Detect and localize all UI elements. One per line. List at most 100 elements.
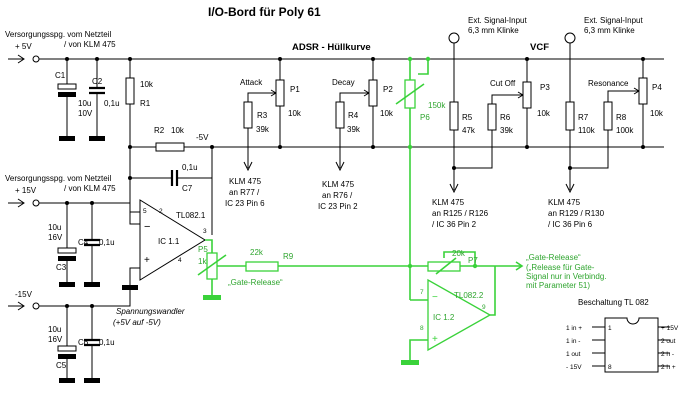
klm4-line-2: an R129 / R130 — [548, 209, 605, 218]
p4-potentiometer-icon — [631, 59, 648, 147]
c4-value: 0,1u — [99, 238, 115, 247]
c5-label: C5 — [56, 361, 67, 370]
r9-resistor-icon — [245, 261, 410, 272]
ic11-pin2: 2 — [159, 208, 163, 215]
c1-value-1: 10u — [78, 99, 91, 108]
r8-value: 100k — [616, 126, 634, 135]
r3-label: R3 — [257, 111, 268, 120]
minus15-label: -15V — [15, 290, 33, 299]
gate-release-in-label: „Gate-Release“ — [228, 278, 283, 287]
resonance-label: Resonance — [588, 79, 629, 88]
ic12-pin8: 8 — [420, 325, 424, 332]
ic11-pin5: 5 — [143, 208, 147, 215]
p7-value: 20k — [452, 249, 466, 258]
minus15-input-icon — [8, 301, 40, 311]
pinout-title: Beschaltung TL 082 — [578, 298, 649, 307]
r6-value: 39k — [500, 126, 514, 135]
pinout-pin1: 1 — [608, 325, 612, 332]
c6-label: C6 — [78, 338, 89, 347]
c5-value-2: 16V — [48, 335, 63, 344]
r2-label: R2 — [154, 126, 165, 135]
p3-potentiometer-icon — [515, 59, 532, 147]
p2-value: 10k — [380, 109, 394, 118]
pinout-right-2: 2 out — [661, 338, 676, 345]
ic12-label: IC 1.2 — [433, 313, 455, 322]
r9-label: R9 — [283, 252, 294, 261]
r4-resistor-icon — [335, 92, 361, 172]
pinout-left-4: - 15V — [566, 364, 582, 371]
p1-label: P1 — [290, 85, 300, 94]
c4-capacitor-icon — [84, 203, 100, 287]
supply-mid-label-1: Versorgungsspg. vom Netzteil — [5, 174, 111, 183]
p6-value: 150k — [428, 101, 446, 110]
svg-text:−: − — [144, 221, 150, 233]
c4-label: C4 — [78, 238, 89, 247]
c6-capacitor-icon — [84, 306, 100, 383]
ext2-label-1: Ext. Signal-Input — [584, 16, 643, 25]
r1-label: R1 — [140, 99, 151, 108]
p4-label: P4 — [652, 83, 662, 92]
cutoff-label: Cut Off — [490, 79, 516, 88]
plus15-label: + 15V — [15, 186, 37, 195]
section-vcf-label: VCF — [530, 42, 549, 53]
c5-capacitor-icon — [57, 306, 77, 383]
klm3-line-2: an R125 / R126 — [432, 209, 489, 218]
r3-resistor-icon — [243, 92, 268, 172]
ext1-jack-icon — [448, 32, 460, 102]
pinout-right-4: 2 h + — [661, 364, 676, 371]
ic12-type: TL082.2 — [454, 291, 484, 300]
klm4-line-1: KLM 475 — [548, 198, 581, 207]
gate-release-out-label-4: mit Parameter 51) — [526, 281, 590, 290]
c3-value-1: 10u — [48, 223, 61, 232]
p3-label: P3 — [540, 83, 550, 92]
c1-label: C1 — [55, 71, 66, 80]
svg-text:+: + — [432, 334, 438, 345]
p6-potentiometer-icon — [395, 59, 429, 300]
p5-label: P5 — [198, 245, 208, 254]
r6-resistor-icon — [454, 94, 515, 169]
r3-value: 39k — [256, 125, 270, 134]
r5-label: R5 — [462, 113, 473, 122]
c6-value: 0,1u — [99, 338, 115, 347]
r8-label: R8 — [616, 113, 627, 122]
attack-label: Attack — [240, 78, 263, 87]
p3-value: 10k — [537, 109, 551, 118]
r1-value: 10k — [140, 80, 154, 89]
page-title: I/O-Bord für Poly 61 — [208, 5, 321, 19]
klm2-line-3: IC 23 Pin 2 — [318, 202, 358, 211]
klm3-line-1: KLM 475 — [432, 198, 465, 207]
r8-resistor-icon — [570, 90, 631, 169]
svg-text:−: − — [432, 292, 438, 303]
supply-top-label-1: Versorgungsspg. vom Netzteil — [5, 30, 111, 39]
c5-value-1: 10u — [48, 325, 61, 334]
tl082-pinout-icon — [592, 317, 670, 373]
supply-mid-label-2: / von KLM 475 — [64, 184, 116, 193]
p7-potentiometer-icon — [410, 251, 476, 275]
plus5-input-icon — [8, 54, 40, 64]
section-adsr-label: ADSR - Hüllkurve — [292, 42, 371, 53]
svg-text:+: + — [144, 255, 150, 266]
plus15-input-icon — [8, 198, 40, 208]
converter-label-2: (+5V auf -5V) — [113, 318, 161, 327]
gate-release-out-label-1: „Gate-Release“ — [526, 253, 581, 262]
pinout-right-1: + 15V — [661, 325, 679, 332]
c2-value: 0,1u — [104, 99, 120, 108]
ic11-pin4: 4 — [178, 257, 182, 264]
c3-capacitor-icon — [57, 203, 77, 287]
gate-release-out-label-2: („Release für Gate- — [526, 263, 595, 272]
p5-value: 1k — [198, 257, 207, 266]
r2-resistor-icon — [155, 142, 185, 152]
ic12-opamp-icon: − + — [401, 266, 496, 365]
ext2-label-2: 6,3 mm Klinke — [584, 26, 635, 35]
ic12-pin7: 7 — [420, 289, 424, 296]
converter-label-1: Spannungswandler — [116, 307, 185, 316]
gate-release-out-label-3: Signal nur in Verbindg. — [526, 272, 607, 281]
c2-capacitor-icon — [89, 59, 105, 141]
c1-capacitor-icon — [57, 59, 77, 141]
klm3-line-3: / IC 36 Pin 2 — [432, 220, 477, 229]
p6-label: P6 — [420, 113, 430, 122]
klm1-line-1: KLM 475 — [229, 177, 262, 186]
p7-label: P7 — [468, 256, 478, 265]
r1-resistor-icon — [125, 59, 140, 225]
